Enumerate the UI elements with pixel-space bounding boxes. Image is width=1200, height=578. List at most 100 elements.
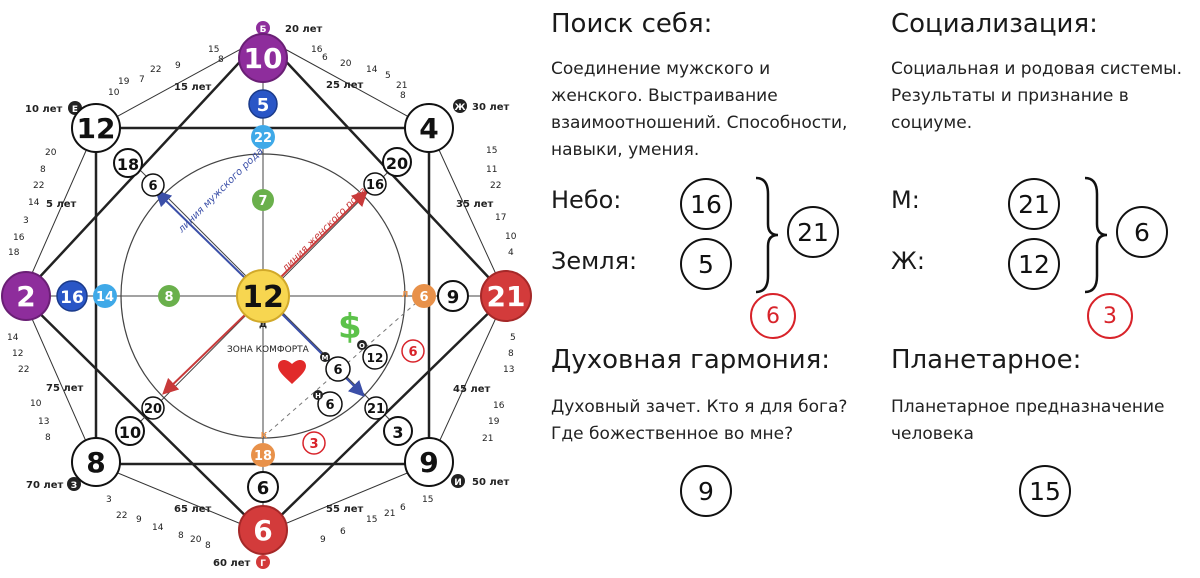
svg-text:9: 9: [320, 535, 326, 545]
svg-text:8: 8: [400, 91, 406, 101]
svg-text:21: 21: [396, 81, 407, 91]
social-brace: [1084, 176, 1108, 294]
svg-text:13: 13: [503, 365, 514, 375]
svg-text:Д: Д: [259, 320, 267, 330]
svg-text:6: 6: [325, 398, 334, 413]
svg-text:5: 5: [510, 333, 516, 343]
male-line-label: линия мужского рода: [176, 146, 266, 236]
svg-text:20: 20: [190, 535, 202, 545]
svg-text:8: 8: [164, 290, 173, 305]
planetary-desc: Планетарное предназначение человека: [891, 397, 1165, 444]
svg-text:8: 8: [178, 531, 184, 541]
svg-text:14: 14: [366, 65, 378, 75]
spiritual-panel: Духовная гармония: Духовный зачет. Кто я…: [551, 344, 881, 448]
svg-text:3: 3: [309, 437, 318, 452]
outer-right-value: 21: [487, 280, 526, 313]
svg-text:8: 8: [205, 541, 211, 551]
planetary-title: Планетарное:: [891, 345, 1082, 375]
age-marker-5: 5 лет: [46, 199, 77, 210]
self-result-circle: 6: [750, 293, 796, 339]
female-value-circle: 12: [1008, 238, 1060, 290]
female-label: Ж:: [891, 247, 925, 275]
heart-icon: [278, 359, 306, 384]
svg-text:22: 22: [116, 511, 127, 521]
svg-text:19: 19: [488, 417, 500, 427]
svg-text:6: 6: [148, 179, 157, 194]
svg-text:16: 16: [60, 288, 84, 308]
inner-ring: 7 8: [158, 189, 274, 307]
sky-label: Небо:: [551, 186, 622, 214]
svg-text:22: 22: [490, 181, 501, 191]
svg-text:21: 21: [482, 434, 493, 444]
social-result-circle: 3: [1087, 293, 1133, 339]
svg-text:К: К: [261, 431, 268, 440]
svg-text:15: 15: [486, 146, 497, 156]
comfort-zone-label: ЗОНА КОМФОРТА: [227, 345, 310, 355]
self-sum-circle: 21: [787, 206, 839, 258]
svg-text:Е: Е: [72, 105, 78, 115]
svg-text:10: 10: [119, 423, 141, 442]
center-circle: [236, 269, 290, 323]
svg-text:22: 22: [254, 131, 272, 146]
svg-text:16: 16: [13, 233, 25, 243]
svg-text:8: 8: [508, 349, 514, 359]
female-line-label: линия женского рода: [280, 185, 369, 274]
svg-text:15: 15: [366, 515, 377, 525]
svg-text:8: 8: [218, 55, 224, 65]
svg-text:17: 17: [495, 213, 506, 223]
svg-text:16: 16: [493, 401, 505, 411]
svg-text:21: 21: [367, 402, 385, 417]
svg-text:18: 18: [8, 248, 20, 258]
svg-text:22: 22: [33, 181, 44, 191]
ring2: 5 9 6 16 18 20 3 10: [56, 89, 469, 503]
svg-text:22: 22: [150, 65, 161, 75]
age-label-bottom-left: 70 лет: [26, 480, 64, 491]
svg-text:6: 6: [322, 53, 328, 63]
age-marker-15: 15 лет: [174, 82, 212, 93]
svg-text:6: 6: [333, 363, 342, 378]
svg-text:7: 7: [139, 75, 145, 85]
money-line-points: 6 М 6 Н 12 О 6 3: [302, 339, 425, 455]
svg-text:16: 16: [311, 45, 323, 55]
male-label: М:: [891, 186, 920, 214]
age-label-top-left: 10 лет: [25, 104, 63, 115]
outer-left-value: 2: [16, 280, 35, 313]
svg-text:9: 9: [136, 515, 142, 525]
svg-text:3: 3: [106, 495, 112, 505]
svg-text:15: 15: [422, 495, 433, 505]
svg-text:5: 5: [385, 71, 391, 81]
svg-text:10: 10: [505, 232, 517, 242]
svg-text:3: 3: [23, 216, 29, 226]
svg-text:12: 12: [367, 351, 384, 365]
planetary-panel: Планетарное: Планетарное предназначение …: [891, 344, 1196, 448]
svg-text:20: 20: [45, 148, 57, 158]
svg-text:6: 6: [257, 478, 270, 499]
spiritual-desc: Духовный зачет. Кто я для бога? Где боже…: [551, 397, 848, 444]
svg-text:5: 5: [257, 95, 270, 116]
comfort-arrow-down-right: [277, 309, 365, 397]
svg-text:6: 6: [419, 290, 428, 305]
svg-text:15: 15: [208, 45, 219, 55]
letter-badges: Б Ж Е Г З И Д Л К: [67, 21, 467, 569]
svg-text:6: 6: [400, 503, 406, 513]
self-search-title: Поиск себя:: [551, 9, 713, 39]
socialization-panel: Социализация: Социальная и родовая систе…: [891, 8, 1196, 137]
svg-text:20: 20: [340, 59, 352, 69]
earth-label: Земля:: [551, 247, 638, 275]
socialization-desc: Социальная и родовая системы. Результаты…: [891, 59, 1182, 133]
svg-text:Г: Г: [260, 559, 266, 569]
age-label-top-right: 30 лет: [472, 102, 510, 113]
svg-text:14: 14: [96, 290, 114, 305]
outer-top-left-value: 12: [77, 112, 116, 145]
svg-text:11: 11: [486, 165, 497, 175]
svg-text:И: И: [454, 478, 462, 488]
age-marker-55: 55 лет: [326, 504, 364, 515]
svg-text:9: 9: [175, 61, 181, 71]
destiny-matrix-diagram: линия мужского рода линия женского рода …: [1, 21, 532, 569]
ring3: 22 6 18 14 6 16 21 20: [93, 125, 436, 467]
socialization-title: Социализация:: [891, 9, 1098, 39]
svg-text:М: М: [322, 354, 329, 362]
svg-text:9: 9: [447, 287, 460, 308]
svg-text:12: 12: [12, 349, 23, 359]
spiritual-title: Духовная гармония:: [551, 345, 831, 375]
